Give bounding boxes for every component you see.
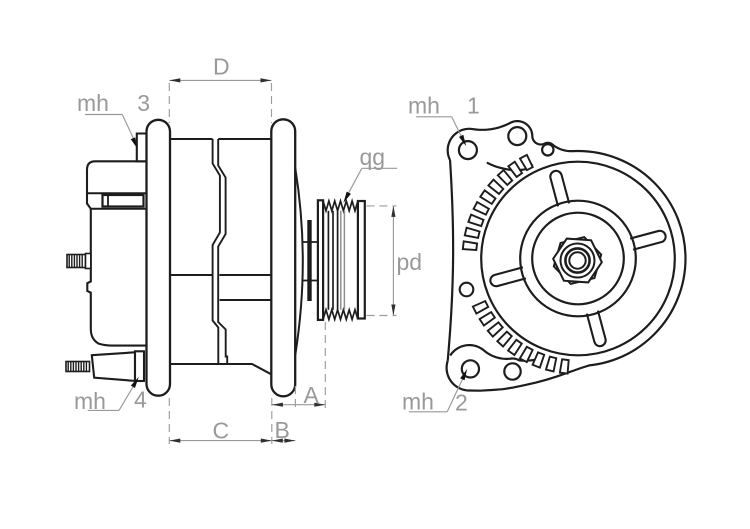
svg-text:mh: mh (402, 389, 434, 415)
svg-text:mh: mh (74, 388, 106, 414)
svg-text:B: B (275, 417, 290, 443)
svg-text:mh: mh (408, 93, 440, 119)
svg-text:A: A (304, 382, 320, 408)
svg-text:2: 2 (455, 390, 468, 416)
svg-text:mh: mh (77, 90, 109, 116)
svg-text:pd: pd (397, 249, 423, 275)
svg-text:3: 3 (137, 90, 150, 116)
svg-text:D: D (213, 54, 230, 80)
svg-text:C: C (213, 418, 230, 444)
svg-text:1: 1 (467, 93, 480, 119)
svg-text:4: 4 (134, 387, 147, 413)
svg-text:qg: qg (360, 144, 386, 170)
